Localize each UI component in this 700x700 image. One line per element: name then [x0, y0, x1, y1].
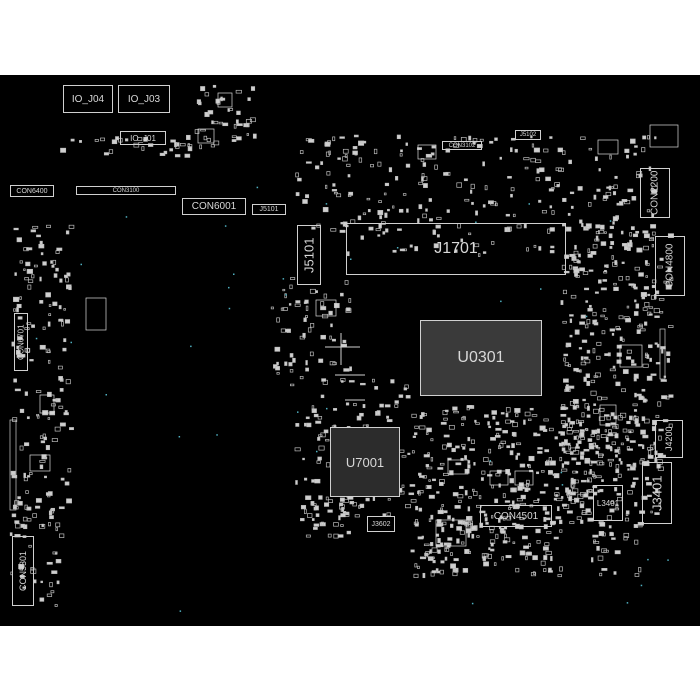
- connector-con6001: CON6001: [182, 198, 246, 215]
- pcb-board: IO_J04 IO_J03 IO_J01 CON6400 CON3100 CON…: [0, 75, 700, 626]
- pcb-components-layer: [9, 84, 679, 612]
- inductor-l3401: L3401: [593, 485, 623, 521]
- connector-io-j01: IO_J01: [120, 131, 166, 145]
- connector-con3100: CON3100: [76, 186, 176, 195]
- chip-u7001: U7001: [330, 427, 400, 497]
- connector-con6400: CON6400: [10, 185, 54, 197]
- connector-con4800: CON4800: [655, 236, 685, 296]
- connector-j5101-small: J5101: [252, 204, 286, 215]
- connector-con6701: CON6701: [14, 313, 28, 371]
- connector-con4501: CON4501: [480, 505, 552, 527]
- connector-con5301: CON5301: [12, 536, 34, 606]
- connector-j1701: J1701: [346, 223, 566, 275]
- connector-j4200: J4200: [655, 420, 683, 458]
- connector-con2200: CON2200: [640, 168, 670, 218]
- connector-con3102: CON3102: [442, 141, 482, 150]
- connector-io-j04: IO_J04: [63, 85, 113, 113]
- connector-io-j03: IO_J03: [118, 85, 170, 113]
- connector-j5102: J5102: [515, 130, 541, 140]
- connector-j3401: J3401: [642, 462, 672, 524]
- connector-j5101: J5101: [297, 225, 321, 285]
- chip-u0301: U0301: [420, 320, 542, 396]
- connector-j3602: J3602: [367, 516, 395, 532]
